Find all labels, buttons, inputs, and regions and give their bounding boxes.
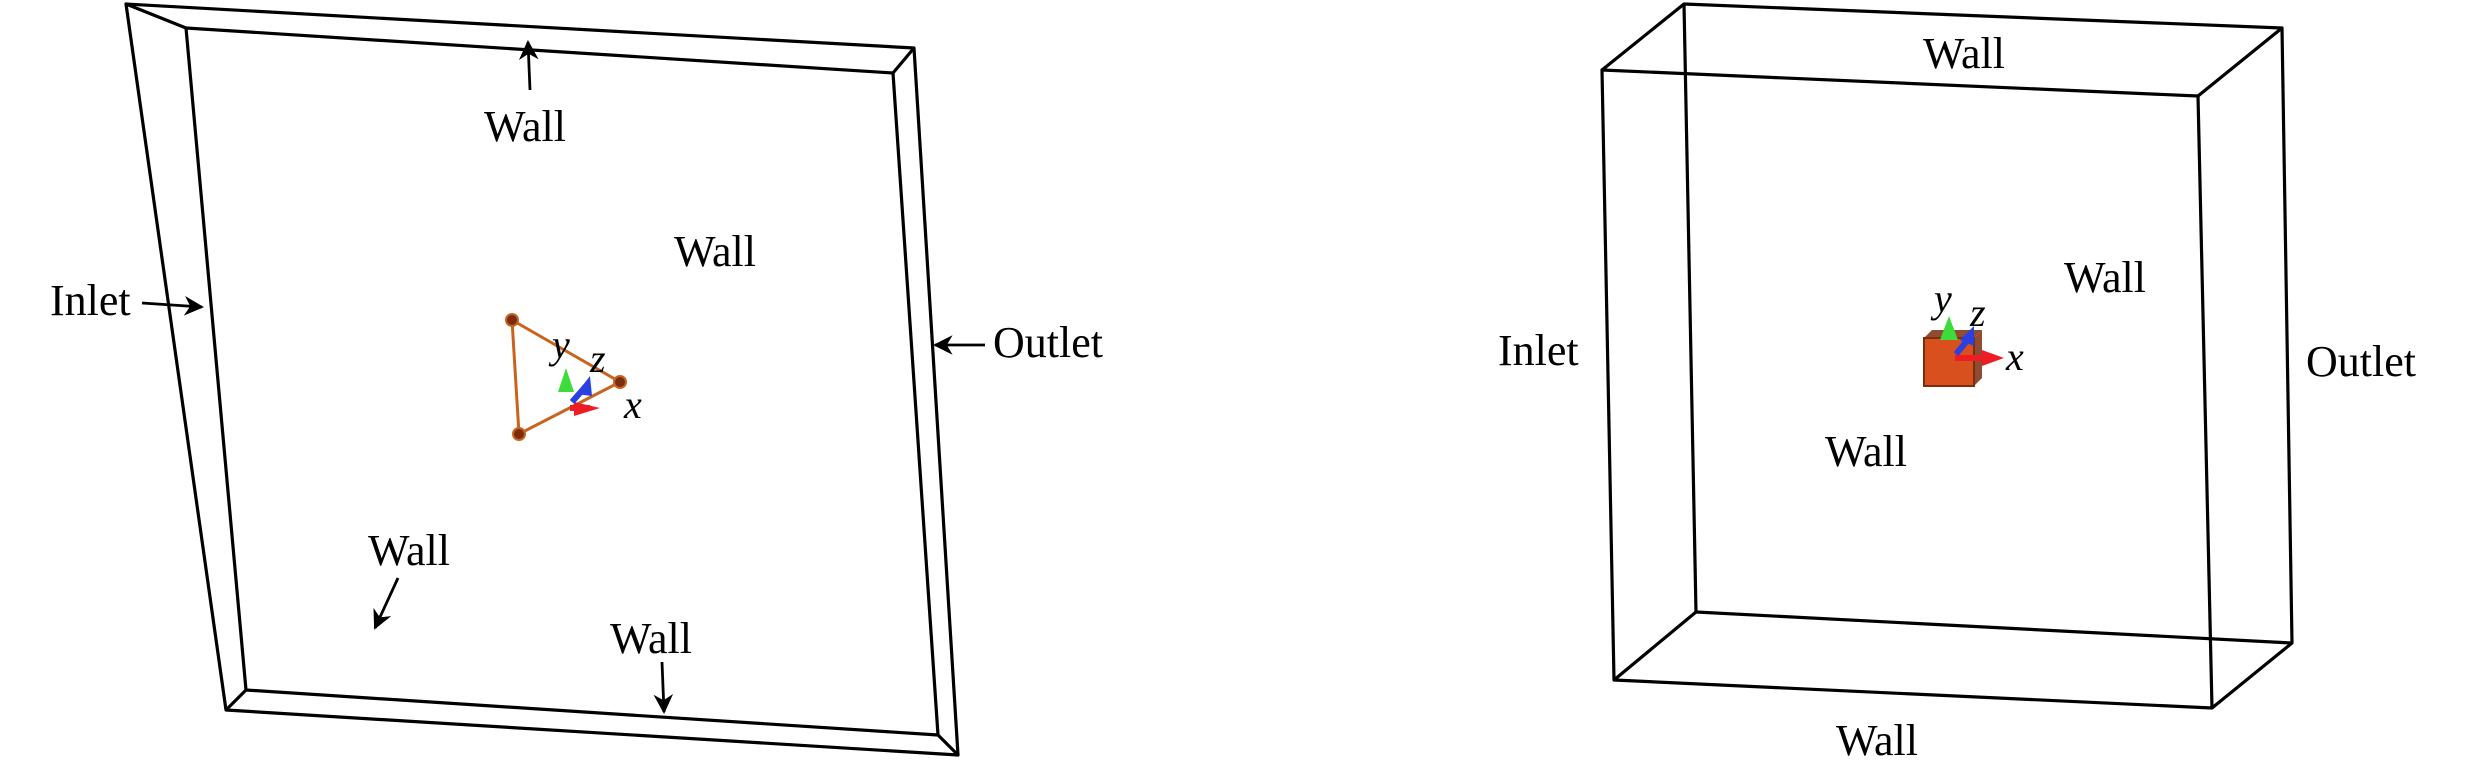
z-axis-label: z bbox=[589, 336, 606, 381]
label-wall-right: Wall bbox=[2064, 253, 2146, 302]
left-box-edges bbox=[124, 2, 960, 757]
right-box-depth-edge bbox=[2196, 26, 2284, 98]
left-triangle-body bbox=[505, 313, 627, 441]
right-domain: x y z Wall Wall Inlet Outlet Wall Wall bbox=[1498, 2, 2416, 765]
left-box-depth-edge bbox=[936, 733, 960, 757]
pointer-wall-top bbox=[518, 40, 539, 91]
pointer-wall-lower-left bbox=[373, 577, 400, 630]
y-axis-arrow-icon bbox=[558, 368, 574, 392]
label-wall-center: Wall bbox=[1825, 427, 1907, 476]
x-axis-label: x bbox=[623, 382, 642, 427]
right-box-depth-edge bbox=[2210, 641, 2294, 710]
y-axis-label: y bbox=[1930, 276, 1952, 321]
pointer-wall-bottom bbox=[653, 661, 674, 714]
left-box-depth-edge bbox=[224, 688, 248, 712]
z-axis-arrow-icon bbox=[1960, 326, 1974, 346]
label-wall-bottom: Wall bbox=[1836, 716, 1918, 765]
right-box-edges bbox=[1600, 2, 2294, 710]
triangle-vertex bbox=[512, 427, 526, 441]
label-wall-bottom: Wall bbox=[610, 614, 692, 663]
left-box-depth-edge bbox=[891, 46, 916, 75]
triangle-vertex bbox=[613, 375, 627, 389]
label-wall-center: Wall bbox=[674, 227, 756, 276]
x-axis-arrow-icon bbox=[1982, 350, 2004, 366]
z-axis-arrow-shaft bbox=[569, 384, 589, 404]
label-inlet: Inlet bbox=[1498, 326, 1579, 375]
z-axis-arrow-shaft bbox=[1953, 340, 1969, 356]
right-box-back-face bbox=[1682, 2, 2294, 645]
triangle-vertex bbox=[505, 313, 519, 327]
label-wall-top: Wall bbox=[484, 102, 566, 151]
label-outlet: Outlet bbox=[2306, 337, 2416, 386]
left-domain: x y z Wall Wall Inlet Outlet Wall Wall bbox=[50, 2, 1103, 757]
left-axis-triad: x y z bbox=[548, 322, 642, 427]
left-box-depth-edge bbox=[125, 2, 187, 30]
x-axis-label: x bbox=[2005, 334, 2024, 379]
y-axis-label: y bbox=[548, 322, 570, 367]
label-wall-lower-left: Wall bbox=[368, 526, 450, 575]
label-wall-top: Wall bbox=[1923, 29, 2005, 78]
z-axis-label: z bbox=[1969, 290, 1986, 335]
y-axis-arrow-icon bbox=[1940, 316, 1958, 340]
label-outlet: Outlet bbox=[993, 318, 1103, 367]
right-axis-triad: x y z bbox=[1930, 276, 2024, 379]
triangle-outline bbox=[510, 317, 624, 437]
right-box-depth-edge bbox=[1612, 610, 1698, 682]
right-box-depth-edge bbox=[1600, 2, 1686, 72]
pointer-inlet bbox=[141, 296, 204, 316]
label-inlet: Inlet bbox=[50, 276, 131, 325]
